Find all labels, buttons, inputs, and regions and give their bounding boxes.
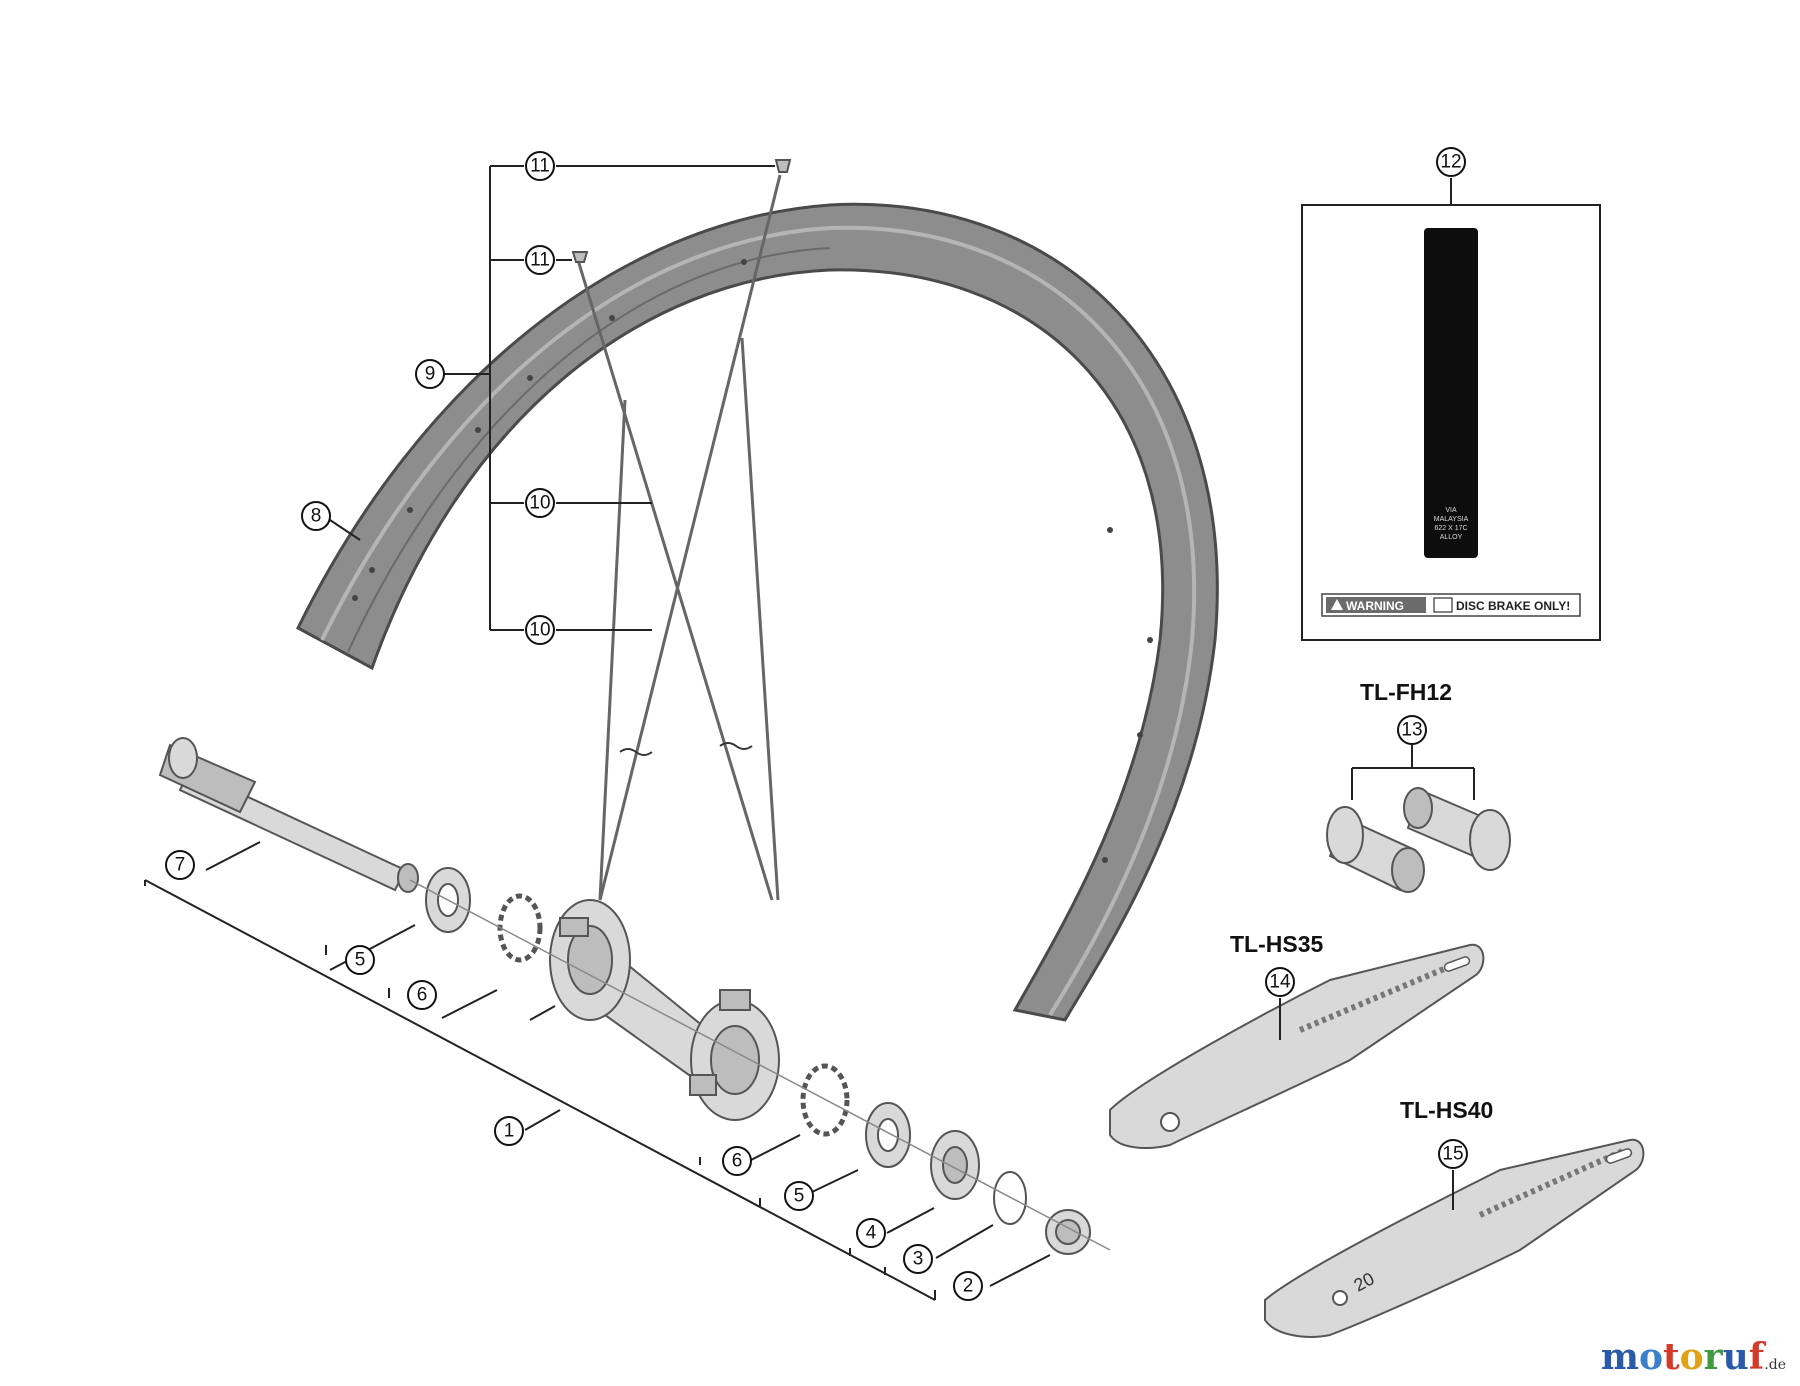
watermark-suffix: .de	[1764, 1357, 1786, 1373]
svg-text:4: 4	[866, 1223, 877, 1244]
decal-line-1: VIA	[1445, 507, 1457, 514]
svg-text:2: 2	[963, 1276, 974, 1297]
bearing-retainer-left	[497, 893, 543, 963]
watermark-letter: o	[1638, 1336, 1663, 1378]
info-icon	[1433, 597, 1453, 613]
watermark-letter: o	[1679, 1336, 1704, 1378]
warning-label: WARNING DISC BRAKE ONLY!	[1321, 593, 1581, 617]
svg-text:8: 8	[311, 506, 322, 527]
rim-decal	[1424, 228, 1478, 558]
svg-text:9: 9	[425, 364, 436, 385]
callout-5-right: 5	[784, 1181, 814, 1211]
spokes	[571, 159, 792, 901]
callout-3: 3	[903, 1244, 933, 1274]
callout-1: 1	[494, 1116, 524, 1146]
tool-tl-fh12: TL-FH12	[1326, 679, 1511, 893]
svg-text:12: 12	[1440, 152, 1461, 173]
rim	[296, 202, 1219, 1022]
svg-text:11: 11	[530, 156, 550, 177]
tool-tl-hs40: TL-HS40 20	[1264, 1097, 1645, 1338]
warning-triangle-icon	[1331, 599, 1343, 610]
callout-6-left: 6	[407, 980, 437, 1010]
callout-9: 9	[415, 359, 445, 389]
hub-shell	[549, 899, 780, 1121]
svg-text:14: 14	[1269, 972, 1291, 993]
svg-text:15: 15	[1442, 1144, 1463, 1165]
svg-text:5: 5	[794, 1186, 805, 1207]
callout-2: 2	[953, 1271, 983, 1301]
adapter-right	[1403, 787, 1511, 871]
tool-tl-hs35: TL-HS35	[1109, 931, 1485, 1149]
callout-8: 8	[301, 501, 331, 531]
svg-text:10: 10	[529, 620, 550, 641]
watermark-letter: m	[1600, 1336, 1639, 1378]
watermark-letter: u	[1722, 1336, 1749, 1378]
warning-text: WARNING	[1346, 599, 1404, 613]
callout-10-lower: 10	[525, 615, 555, 645]
svg-text:7: 7	[175, 855, 186, 876]
callout-6-right: 6	[722, 1146, 752, 1176]
decal-line-3: 622 X 17C	[1434, 525, 1467, 532]
tool-label-hs35: TL-HS35	[1230, 931, 1324, 957]
callout-14: 14	[1265, 967, 1295, 997]
axle	[158, 737, 419, 893]
decal-line-4: ALLOY	[1440, 534, 1463, 541]
spoke-nipple-1	[571, 251, 589, 263]
spoke-nipple-2	[774, 159, 792, 173]
svg-text:6: 6	[417, 985, 428, 1006]
tool-label-fh12: TL-FH12	[1360, 679, 1452, 705]
watermark-name: motoruf	[1601, 1336, 1764, 1378]
tool-label-hs40: TL-HS40	[1400, 1097, 1493, 1123]
callout-11-lower: 11	[525, 245, 555, 275]
callouts: 1 2 3 4 5 5 6 6 7 8 9 10 10 11 11 12 13 …	[165, 147, 1468, 1301]
callout-7: 7	[165, 850, 195, 880]
callout-5-left: 5	[345, 945, 375, 975]
o-ring	[993, 1171, 1027, 1225]
watermark-letter: t	[1662, 1336, 1680, 1378]
watermark-letter: f	[1748, 1336, 1765, 1378]
callout-10-upper: 10	[525, 488, 555, 518]
callout-15: 15	[1438, 1139, 1468, 1169]
callout-11-upper: 11	[525, 151, 555, 181]
callout-4: 4	[856, 1218, 886, 1248]
sticker-box: VIA MALAYSIA 622 X 17C ALLOY WARNING DIS…	[1301, 204, 1601, 641]
svg-text:11: 11	[530, 250, 550, 271]
svg-text:6: 6	[732, 1151, 743, 1172]
svg-text:1: 1	[504, 1121, 515, 1142]
decal-line-2: MALAYSIA	[1434, 516, 1469, 523]
svg-text:5: 5	[355, 950, 366, 971]
disc-brake-text: DISC BRAKE ONLY!	[1456, 599, 1570, 613]
callout-12: 12	[1436, 147, 1466, 177]
leader-lines	[144, 165, 1454, 1301]
adapter-left	[1326, 806, 1425, 893]
rim-body	[296, 202, 1219, 1022]
svg-text:3: 3	[913, 1249, 924, 1270]
svg-text:10: 10	[529, 493, 550, 514]
watermark-letter: r	[1703, 1336, 1723, 1378]
watermark-logo: motoruf.de	[1601, 1336, 1786, 1378]
svg-text:13: 13	[1401, 720, 1422, 741]
callout-13: 13	[1397, 715, 1427, 745]
hub-bearing-parts	[409, 867, 1111, 1255]
